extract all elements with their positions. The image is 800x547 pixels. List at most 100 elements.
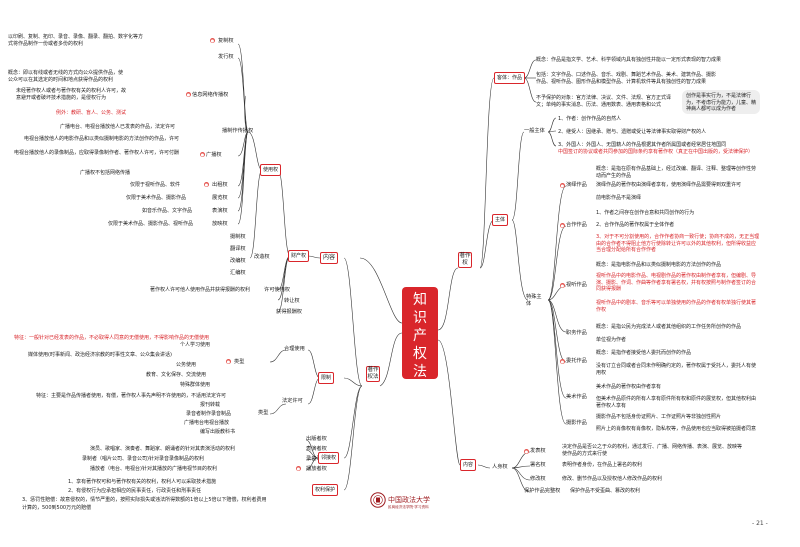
integrity-right: 保护作品完整权 (524, 488, 561, 494)
recorder-desc: 录制者（唱片公司、录音公司)针对录音录像制品的权利 (82, 456, 204, 462)
fair-use-item-3: 公务使用 (176, 362, 197, 368)
attribution-desc: 表明作者身份，在作品上署名的权利 (562, 462, 643, 468)
general-subject-item-1: 1、作者：创作作品的自然人 (558, 116, 622, 122)
broadcaster-right: 播放者权 (306, 466, 327, 472)
remuneration-right: 获得报酬权 (276, 309, 302, 315)
license-right: 许可使用权 (264, 287, 290, 293)
broadcast-production-right: 播制作传播权 (222, 128, 254, 134)
derivative-work: 演绎作品 (566, 182, 587, 188)
special-subject: 特殊主体 (526, 294, 542, 307)
employment-work: 职务作品 (566, 330, 587, 336)
joint-work: 合作作品 (566, 222, 587, 228)
distribution-right: 发行权 (218, 54, 234, 60)
expand-dot-icon: ● (296, 466, 301, 471)
compilation-right: 汇编权 (230, 270, 246, 276)
use-right-node: 使用权 (260, 164, 282, 176)
broadcast-desc-2: 电视台播放他人的电影作品和以类似摄制电影的方法创作的作品，许可 (24, 136, 180, 142)
info-network-desc-2: 公众可以在其选定的时间和地点获得作品的权利 (8, 77, 114, 83)
reproduction-right: 复制权 (218, 38, 234, 44)
derivative-desc-3: 前电影作品不是演绎 (596, 195, 642, 201)
performance-desc: 如音乐作品、文字作品 (142, 208, 193, 214)
fair-use-feature: 特征：一般针对已经发表的作品，不必取得人同意的无偿使用，不得影响作品的无偿使用 (14, 335, 210, 341)
school-name: 中国政法大学 (388, 496, 430, 504)
statutory-item-2: 录音者制作录音制品 (186, 411, 232, 417)
fine-art-desc-1: 美术作品的著作权由作者享有 (596, 384, 662, 390)
general-subject: 一般主体 (524, 128, 545, 134)
info-network-right: 信息网络传播权 (192, 92, 229, 98)
photo-work: 摄影作品 (566, 420, 587, 426)
object-desc-4: 不予保护的对象：官方法律、决议、文件、法规、官方正式译文；单纯的事实消息、历法、… (536, 95, 672, 108)
integrity-desc: 保护作品不受歪曲、篡改的权利 (570, 488, 641, 494)
protection-item-3: 3、惩罚性赔偿：故意侵权的，情节严重的，按照实际损失或违法所得数额的1倍以上5倍… (22, 497, 267, 503)
info-network-desc-1: 概念：即以有线或者无线的方式向公众提供作品，使 (8, 70, 124, 76)
reproduction-desc-1: 以印刷、复制、拓印、录音、录像、翻录、翻拍、数字化等方 (8, 34, 144, 40)
expand-dot-icon: ● (226, 359, 231, 364)
fair-use-item-1: 个人学习使用 (180, 342, 211, 348)
performance-right: 表演权 (212, 208, 228, 214)
neighboring-right-node: 邻接权 (318, 452, 340, 464)
protection-node: 权利保护 (312, 484, 339, 496)
transfer-right: 转让权 (284, 298, 300, 304)
filming-right: 摄制权 (230, 234, 246, 240)
audiovisual-desc-2: 视听作品中的电影作品、电视剧作品的著作权由制作者享有，但编剧、导演、摄影、作词、… (596, 273, 757, 293)
fair-use-item-4: 教育、文化保存、交流使用 (146, 372, 207, 378)
derivative-desc-2: 演绎作品的著作权由演绎者享有，使用演绎作品需要得到双重许可 (596, 182, 742, 188)
expand-dot-icon: ● (560, 283, 565, 288)
screening-desc: 仅限于美术作品、摄影作品、视听作品 (108, 221, 194, 227)
publisher-right: 出版者权 (306, 436, 327, 442)
right-content-node: 内容 (460, 459, 477, 471)
statutory-license-feature: 特征：主要是作品传播者使用，有偿，著作权人事先声明不许使用的，不适用法定许可 (36, 393, 227, 399)
school-subtitle: 民商经济法学院·学习资料 (388, 505, 429, 509)
object-desc-3: 作品、视听作品、图形作品和模型作品、计算机软件等具有独创性的智力成果 (536, 79, 707, 85)
object-desc-2: 包括：文字作品、口述作品、音乐、戏剧、舞蹈艺术作品、美术、建筑作品、摄影 (536, 72, 717, 78)
performer-desc: 演员、歌唱家、演奏者、舞蹈家、朗诵者的针对其表演活动的权利 (90, 446, 236, 452)
photo-desc-2: 照片上的肖像权有肖像权，隐私权等，作品使用也应当取得被拍摄者同意 (596, 426, 757, 432)
fair-use-item-2: 媒体使用(时事新闻、政治经济宗教的时事性文章、公众集会讲话) (28, 352, 172, 358)
protection-item-2: 2、有侵权行为应承担相应的民事责任，行政责任和刑事责任 (68, 488, 202, 494)
statutory-item-1: 报刊转载 (200, 402, 221, 408)
expand-dot-icon: ● (560, 183, 565, 188)
publication-desc: 决定作品是否公之于众的权利，通过发行、广播、网络传播、表演、展览、放映等使作品的… (562, 444, 743, 457)
fine-art-desc-2: 但美术作品原件的所有人享有原件所有权和原件的展览权，但其他权利由著作权人享有 (596, 396, 757, 409)
general-subject-item-4: 中国签订的协议或者共同参加的国际条约享有著作权（真正在中国出版的，受法律保护） (558, 149, 754, 155)
expand-dot-icon: ● (200, 152, 205, 157)
statutory-item-3: 广播电台电视台播放 (184, 420, 230, 426)
audiovisual-desc-3: 视听作品中的剧本、音乐等可以单独使用的作品的作者有权单独行使其著作权 (596, 300, 757, 313)
broadcast-right: 广播权 (206, 152, 222, 158)
reproduction-desc-2: 式将作品制作一份或者多份的权利 (8, 41, 84, 47)
expand-dot-icon: ● (186, 92, 191, 97)
audiovisual-work: 视听作品 (566, 282, 587, 288)
exhibition-right: 展览权 (212, 195, 228, 201)
subject-node: 主体 (492, 214, 509, 226)
expand-dot-icon: ● (204, 182, 209, 187)
general-subject-item-3: 3、外国人：外国人、无国籍人的作品根据其作者所属国或者经常居住地国同 (558, 142, 727, 148)
broadcast-desc-1: 广播电台、电视台播放他人已发表的作品，法定许可 (60, 124, 176, 130)
left-copyright-law-node: 著作权法 (366, 366, 380, 382)
joint-work-item-3: 3、对于不可分割使用的，合作作者协商一致行使；协商不成的，无正当理由的合作者不得… (596, 234, 760, 254)
expand-dot-icon: ● (524, 449, 529, 454)
property-right-node: 财产权 (288, 250, 310, 262)
commissioned-desc-2: 没有订立合同或者合同未作明确约定的，著作权属于受托人，委托人有使用权 (596, 363, 757, 376)
general-subject-item-2: 2、继受人：因继承、赠与、遗赠或受让等法律事实取得财产权的人 (558, 129, 707, 135)
revision-right: 修改权 (530, 476, 546, 482)
broadcast-desc-3: 电视台播放他人的录像制品，应取得录像制作者、著作权人许可，许可付酬 (14, 150, 180, 156)
commissioned-desc-1: 概念：是指作者接受他人委托而创作的作品 (596, 350, 692, 356)
employment-desc-2: 单位视为作者 (596, 337, 627, 343)
fine-art-work: 美术作品 (566, 394, 587, 400)
employment-desc-1: 概念：是指公民为完成法人或者其他组织的工作任务所创作的作品 (596, 324, 742, 330)
revision-desc: 修改、删节作品以及授权他人修改作品的权利 (562, 476, 663, 482)
rental-right: 出租权 (212, 182, 228, 188)
info-network-exception: 例外：教研、盲人、公务、测试 (56, 110, 127, 116)
protection-item-1: 1、享有著作权可和与著作权有关的权利，权利人可以采取技术措施 (68, 479, 217, 485)
personal-right: 人身权 (492, 464, 508, 470)
audiovisual-desc-1: 概念：是指电影作品和以类似摄制电影的方法创作的作品 (596, 262, 722, 268)
attribution-right: 署名权 (530, 462, 546, 468)
expand-dot-icon: ● (560, 223, 565, 228)
info-network-desc-3: 未经著作权人或者与著作权有关的权利人许可，故 (16, 88, 127, 94)
object-node: 客体：作品 (494, 72, 526, 84)
fair-use-item-5: 特殊群体使用 (180, 382, 211, 388)
exhibition-desc: 仅限于美术作品、摄影作品 (126, 195, 187, 201)
publication-right: 发表权 (530, 448, 546, 454)
commissioned-work: 委托作品 (566, 358, 587, 364)
performer-right: 表演者权 (306, 446, 327, 452)
